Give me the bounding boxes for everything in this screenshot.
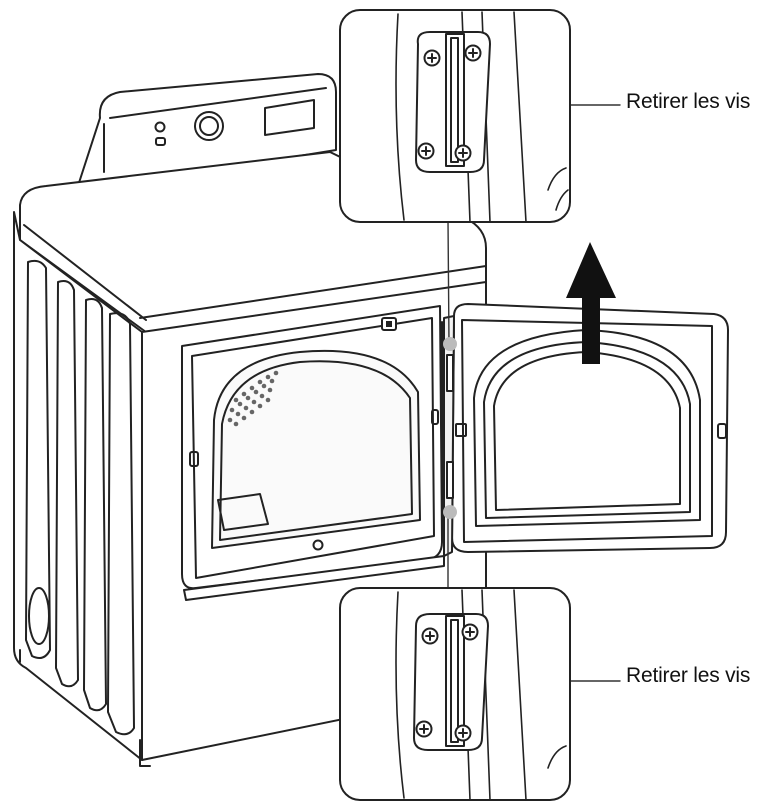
dryer-door (443, 303, 729, 557)
drum-light-icon (312, 539, 324, 551)
side-panel-3 (83, 298, 107, 712)
door-hinge-lower-small (446, 461, 454, 499)
power-button-icon (154, 121, 166, 133)
display-window (264, 99, 315, 136)
callout-label-bottom: Retirer les vis (626, 664, 751, 687)
screw-icon (417, 44, 482, 162)
vent-port (28, 587, 50, 645)
screw-icon (415, 623, 479, 742)
side-panel-1 (25, 259, 51, 659)
hinge-zoom-bottom (339, 587, 571, 801)
hinge-marker-upper (443, 337, 457, 351)
lint-filter-slot (217, 493, 269, 531)
hinge-zoom-top (339, 9, 571, 223)
door-switch-icon (431, 409, 439, 425)
side-panel-2 (55, 280, 79, 688)
control-panel (75, 73, 337, 193)
door-hinge-upper-small (446, 354, 454, 392)
cycle-knob-icon (194, 111, 224, 141)
lift-up-arrow-icon (566, 242, 616, 364)
door-latch-strike-icon (717, 423, 727, 439)
hinge-marker-lower (443, 505, 457, 519)
dryer-drum (211, 349, 421, 549)
drum-vent-holes (227, 370, 279, 427)
start-button-icon (155, 137, 166, 146)
side-panel-4 (107, 312, 135, 736)
callout-label-top: Retirer les vis (626, 90, 751, 113)
